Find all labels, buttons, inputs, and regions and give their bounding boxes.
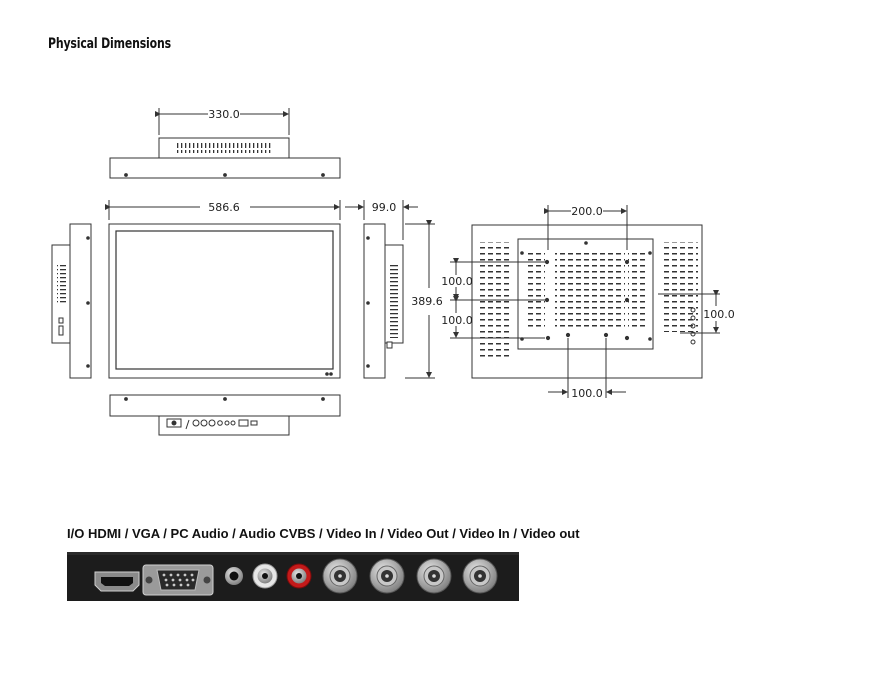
dimension-drawing: 330.0 586.6: [51, 108, 735, 436]
dim-side-depth: 99.0: [372, 201, 397, 214]
page-title: Physical Dimensions: [48, 36, 171, 52]
pc-audio-jack-icon: [225, 567, 243, 585]
bnc-connector-icon: [322, 558, 358, 594]
right-side-view: [345, 200, 435, 379]
dim-vesa-top: 200.0: [571, 205, 603, 218]
dim-vesa-left-upper: 100.0: [441, 275, 473, 288]
io-caption: I/O HDMI / VGA / PC Audio / Audio CVBS /…: [67, 526, 580, 541]
dim-front-width: 586.6: [208, 201, 240, 214]
left-side-view: [51, 223, 92, 379]
bnc-connector-icon: [369, 558, 405, 594]
dim-vesa-right: 100.0: [703, 308, 735, 321]
bnc-connector-icon: [462, 558, 498, 594]
rca-red-jack-icon: [286, 563, 312, 589]
dim-vesa-bottom: 100.0: [571, 387, 603, 400]
bnc-connector-icon: [416, 558, 452, 594]
bottom-view: [109, 394, 341, 436]
top-view: [109, 108, 341, 179]
hdmi-port-icon: [94, 571, 140, 592]
dim-top-width: 330.0: [208, 108, 240, 121]
dim-height: 389.6: [411, 295, 443, 308]
rear-view: [450, 205, 720, 398]
front-view: [105, 200, 341, 379]
rca-white-jack-icon: [252, 563, 278, 589]
io-panel: [67, 552, 519, 601]
dim-vesa-left-lower: 100.0: [441, 314, 473, 327]
vga-port-icon: [142, 564, 214, 596]
